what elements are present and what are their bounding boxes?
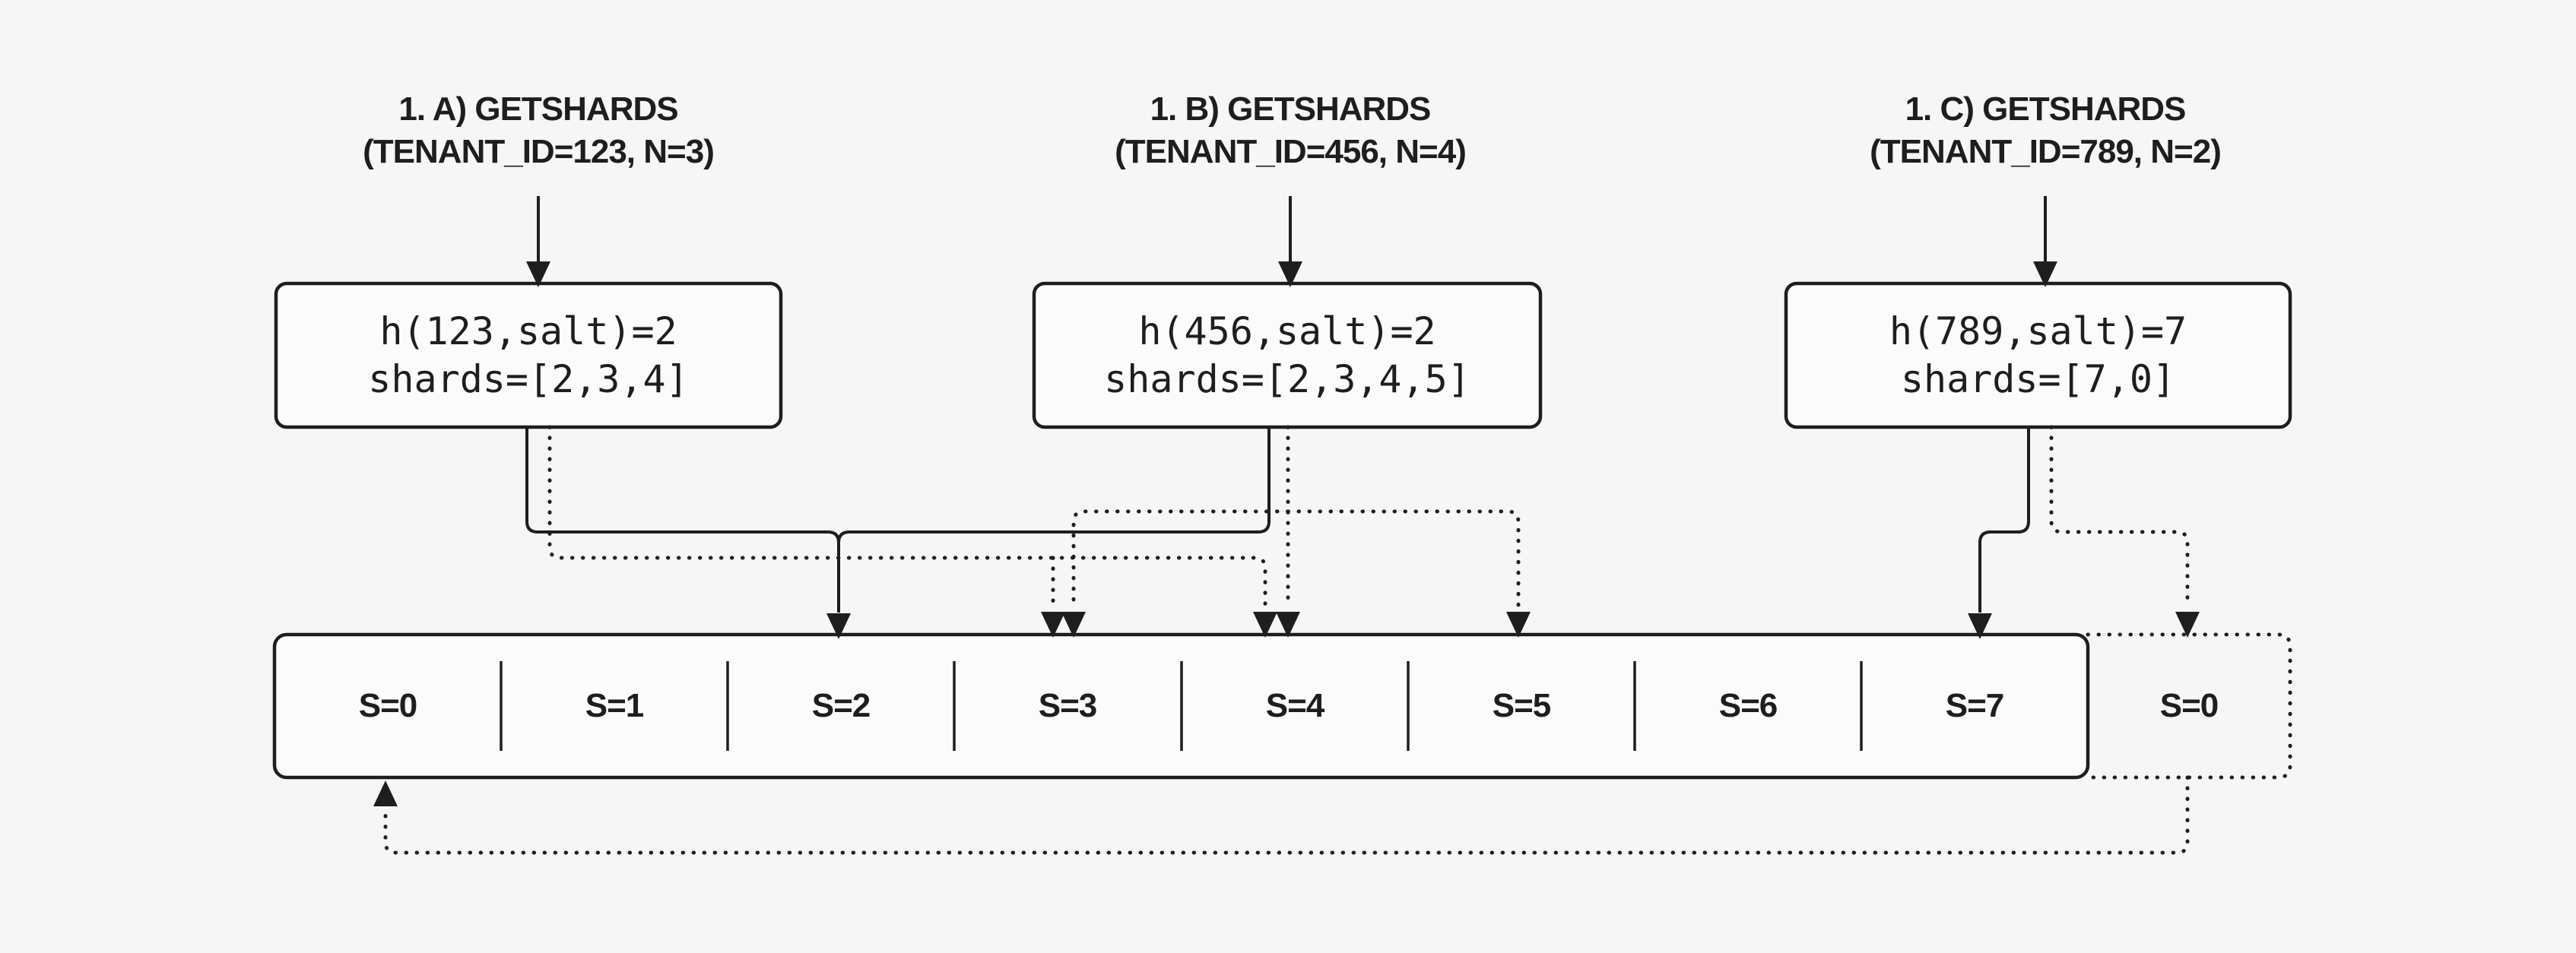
hash-box-c-shards: shards=[7,0] — [1900, 356, 2176, 401]
shard-cell-3: S=3 — [1038, 687, 1098, 724]
hash-box-c-hash: h(789,salt)=7 — [1889, 309, 2187, 353]
hash-box-a-hash: h(123,salt)=2 — [379, 309, 677, 353]
shard-cell-6: S=6 — [1718, 687, 1778, 724]
hash-box-c-text: h(789,salt)=7 shards=[7,0] — [1786, 283, 2290, 427]
shard-cell-1: S=1 — [585, 687, 645, 724]
primary-connectors — [525, 427, 2030, 613]
shard-row-dividers — [500, 661, 1863, 751]
label-arrows — [537, 196, 2047, 266]
hash-box-c — [1784, 281, 2292, 429]
shard-cell-7: S=7 — [1945, 687, 2005, 724]
shard-cell-wrap-0: S=0 — [2159, 687, 2219, 724]
shard-cell-2: S=2 — [811, 687, 871, 724]
hash-box-b-text: h(456,salt)=2 shards=[2,3,4,5] — [1034, 283, 1540, 427]
call-a-label-line2: (TENANT_ID=123, N=3) — [363, 133, 715, 170]
call-c-label-line1: 1. C) GETSHARDS — [1905, 90, 2187, 128]
shard-cell-5: S=5 — [1492, 687, 1552, 724]
call-c-label: 1. C) GETSHARDS (TENANT_ID=789, N=2) — [1779, 88, 2311, 173]
call-c-label-line2: (TENANT_ID=789, N=2) — [1870, 133, 2222, 170]
hash-box-a-shards: shards=[2,3,4] — [368, 356, 689, 401]
hash-box-b-hash: h(456,salt)=2 — [1138, 309, 1436, 353]
call-a-label-line1: 1. A) GETSHARDS — [398, 90, 678, 128]
hash-box-b-shards: shards=[2,3,4,5] — [1104, 356, 1470, 401]
call-b-label-line2: (TENANT_ID=456, N=4) — [1115, 133, 1467, 170]
hash-box-a-text: h(123,salt)=2 shards=[2,3,4] — [276, 283, 781, 427]
arrowheads — [373, 261, 2200, 806]
shard-cell-0: S=0 — [358, 687, 418, 724]
replica-connectors — [383, 425, 2190, 855]
call-b-label: 1. B) GETSHARDS (TENANT_ID=456, N=4) — [1024, 88, 1556, 173]
call-b-label-line1: 1. B) GETSHARDS — [1150, 90, 1432, 128]
call-a-label: 1. A) GETSHARDS (TENANT_ID=123, N=3) — [272, 88, 804, 173]
shard-cell-4: S=4 — [1265, 687, 1325, 724]
